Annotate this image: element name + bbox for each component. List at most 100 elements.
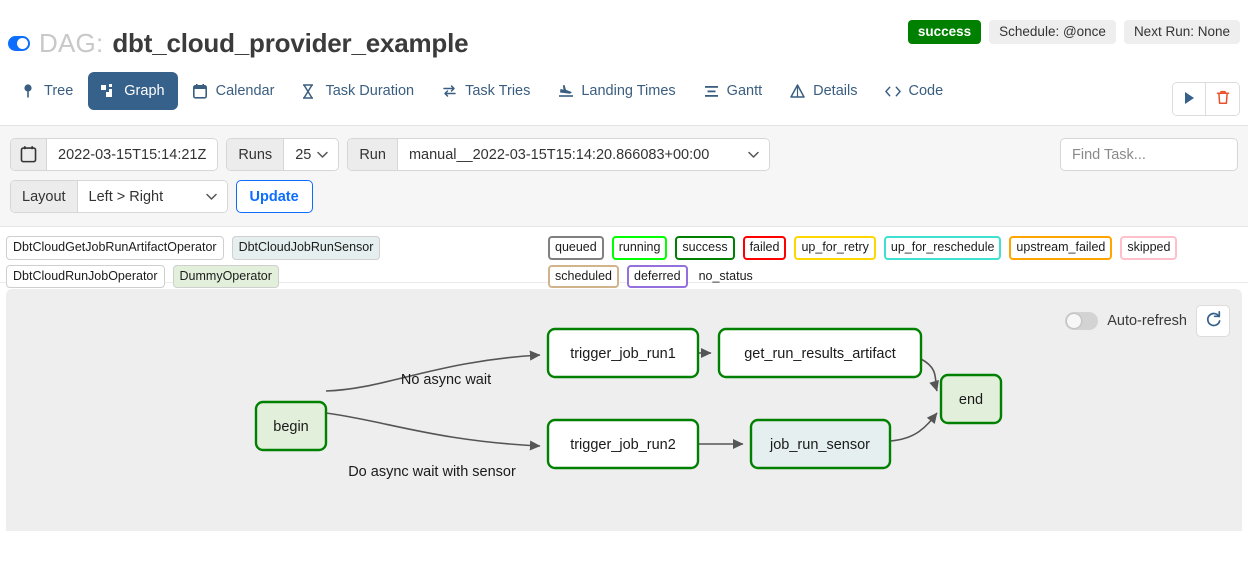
operator-chip: DummyOperator — [172, 264, 279, 288]
tab-code-label: Code — [908, 83, 944, 99]
graph-node-begin[interactable]: begin — [254, 400, 328, 452]
tab-landing-times[interactable]: Landing Times — [545, 72, 688, 110]
hourglass-icon — [302, 83, 318, 99]
dag-action-buttons — [1172, 82, 1240, 116]
operator-chip: DbtCloudJobRunSensor — [231, 236, 381, 260]
tab-code[interactable]: Code — [872, 72, 956, 110]
page-title: DAG: dbt_cloud_provider_example — [8, 28, 469, 59]
tab-gantt[interactable]: Gantt — [691, 72, 775, 110]
tab-calendar-label: Calendar — [215, 83, 275, 99]
edge-label-do-async-wait: Do async wait with sensor — [348, 464, 516, 480]
node-label-trigger-job-run1: trigger_job_run1 — [570, 346, 676, 362]
tree-icon — [21, 83, 37, 99]
edge-begin-to-trigger-job-run2 — [325, 412, 541, 451]
graph-node-job-run-sensor[interactable]: job_run_sensor — [749, 418, 892, 470]
edge-label-no-async-wait: No async wait — [401, 372, 491, 388]
graph-node-end[interactable]: end — [939, 373, 1003, 425]
state-legend: queued running success failed up_for_ret… — [548, 236, 1244, 288]
graph-node-get-run-results-artifact[interactable]: get_run_results_artifact — [717, 327, 923, 379]
operator-legend: DbtCloudGetJobRunArtifactOperator DbtClo… — [6, 236, 536, 288]
tab-landing-times-label: Landing Times — [581, 83, 676, 99]
edge-job-run-sensor-to-end — [889, 412, 938, 442]
dag-prefix-label: DAG: — [39, 28, 104, 58]
trigger-dag-button[interactable] — [1173, 83, 1206, 115]
tab-gantt-label: Gantt — [726, 83, 763, 99]
next-run-badge: Next Run: None — [1123, 20, 1240, 44]
chevron-down-icon[interactable] — [205, 181, 227, 212]
page-header: DAG: dbt_cloud_provider_example success … — [0, 0, 1248, 70]
legend-area: DbtCloudGetJobRunArtifactOperator DbtClo… — [0, 227, 1248, 288]
node-label-trigger-job-run2: trigger_job_run2 — [570, 437, 676, 453]
filter-row-primary: 2022-03-15T15:14:21Z Runs 25 Run manual_… — [10, 138, 1238, 171]
graph-node-trigger-job-run1[interactable]: trigger_job_run1 — [546, 327, 700, 379]
dag-graph[interactable]: No async wait Do async wait with sensor … — [6, 289, 1242, 531]
state-chip-deferred: deferred — [627, 264, 688, 288]
operator-chip: DbtCloudGetJobRunArtifactOperator — [6, 236, 224, 260]
edge-begin-to-trigger-job-run1 — [325, 350, 541, 392]
state-chip-running: running — [611, 236, 668, 260]
refresh-icon — [1205, 311, 1222, 331]
code-icon — [885, 83, 902, 99]
runs-group: Runs 25 — [226, 138, 340, 171]
layout-select[interactable]: Left > Right — [77, 181, 206, 212]
tab-calendar[interactable]: Calendar — [180, 72, 288, 110]
tab-details[interactable]: Details — [777, 72, 870, 110]
runs-select[interactable]: 25 — [284, 139, 318, 170]
state-chip-failed: failed — [742, 236, 787, 260]
layout-group: Layout Left > Right — [10, 180, 228, 213]
dag-pause-toggle[interactable] — [8, 36, 30, 51]
tab-task-tries-label: Task Tries — [465, 83, 531, 99]
state-chip-skipped: skipped — [1120, 236, 1178, 260]
graph-icon — [101, 83, 117, 99]
tab-task-tries[interactable]: Task Tries — [429, 72, 543, 110]
play-icon — [1183, 91, 1196, 108]
tab-task-duration[interactable]: Task Duration — [289, 72, 427, 110]
layout-label: Layout — [11, 181, 78, 212]
state-chip-scheduled: scheduled — [548, 264, 619, 288]
refresh-button[interactable] — [1196, 305, 1230, 337]
run-label: Run — [348, 139, 398, 170]
graph-canvas-panel: Auto-refresh No async wait — [6, 289, 1242, 531]
tab-task-duration-label: Task Duration — [325, 83, 415, 99]
retry-icon — [442, 83, 458, 99]
calendar-icon[interactable] — [11, 139, 47, 170]
filter-panel: 2022-03-15T15:14:21Z Runs 25 Run manual_… — [0, 126, 1248, 227]
runs-label: Runs — [227, 139, 285, 170]
tab-graph[interactable]: Graph — [88, 72, 178, 110]
status-badge: success — [907, 20, 982, 44]
find-task-input[interactable] — [1060, 138, 1238, 171]
triangle-icon — [790, 83, 806, 99]
state-chip-up-for-retry: up_for_retry — [794, 236, 876, 260]
base-date-input[interactable]: 2022-03-15T15:14:21Z — [47, 139, 218, 170]
run-select[interactable]: manual__2022-03-15T15:14:20.866083+00:00 — [397, 139, 748, 170]
auto-refresh-label: Auto-refresh — [1107, 313, 1187, 329]
state-chip-upstream-failed: upstream_failed — [1009, 236, 1113, 260]
chevron-down-icon[interactable] — [317, 139, 339, 170]
state-chip-no-status: no_status — [698, 268, 753, 283]
delete-dag-button[interactable] — [1206, 83, 1239, 115]
tab-tree-label: Tree — [44, 83, 74, 99]
edge-get-run-results-artifact-to-end — [920, 358, 939, 392]
header-badge-group: success Schedule: @once Next Run: None — [907, 20, 1240, 44]
base-date-group: 2022-03-15T15:14:21Z — [10, 138, 219, 171]
state-chip-success: success — [675, 236, 735, 260]
schedule-badge: Schedule: @once — [989, 20, 1116, 44]
operator-chip: DbtCloudRunJobOperator — [6, 264, 165, 288]
node-label-begin: begin — [273, 419, 308, 435]
run-group: Run manual__2022-03-15T15:14:20.866083+0… — [347, 138, 770, 171]
calendar-icon — [192, 83, 209, 99]
trash-icon — [1216, 90, 1230, 108]
graph-node-trigger-job-run2[interactable]: trigger_job_run2 — [546, 418, 700, 470]
state-chip-queued: queued — [548, 236, 604, 260]
gantt-icon — [704, 83, 720, 99]
dag-name-label: dbt_cloud_provider_example — [112, 28, 469, 58]
tab-graph-label: Graph — [124, 83, 165, 99]
graph-edges — [325, 347, 939, 451]
node-label-get-run-results-artifact: get_run_results_artifact — [744, 346, 896, 362]
auto-refresh-toggle[interactable] — [1065, 312, 1099, 330]
view-tabbar: Tree Graph Calendar Task Duration Task T… — [0, 70, 1248, 126]
update-button[interactable]: Update — [235, 180, 313, 213]
tab-tree[interactable]: Tree — [8, 72, 86, 110]
node-label-job-run-sensor: job_run_sensor — [769, 437, 870, 453]
chevron-down-icon[interactable] — [747, 139, 769, 170]
